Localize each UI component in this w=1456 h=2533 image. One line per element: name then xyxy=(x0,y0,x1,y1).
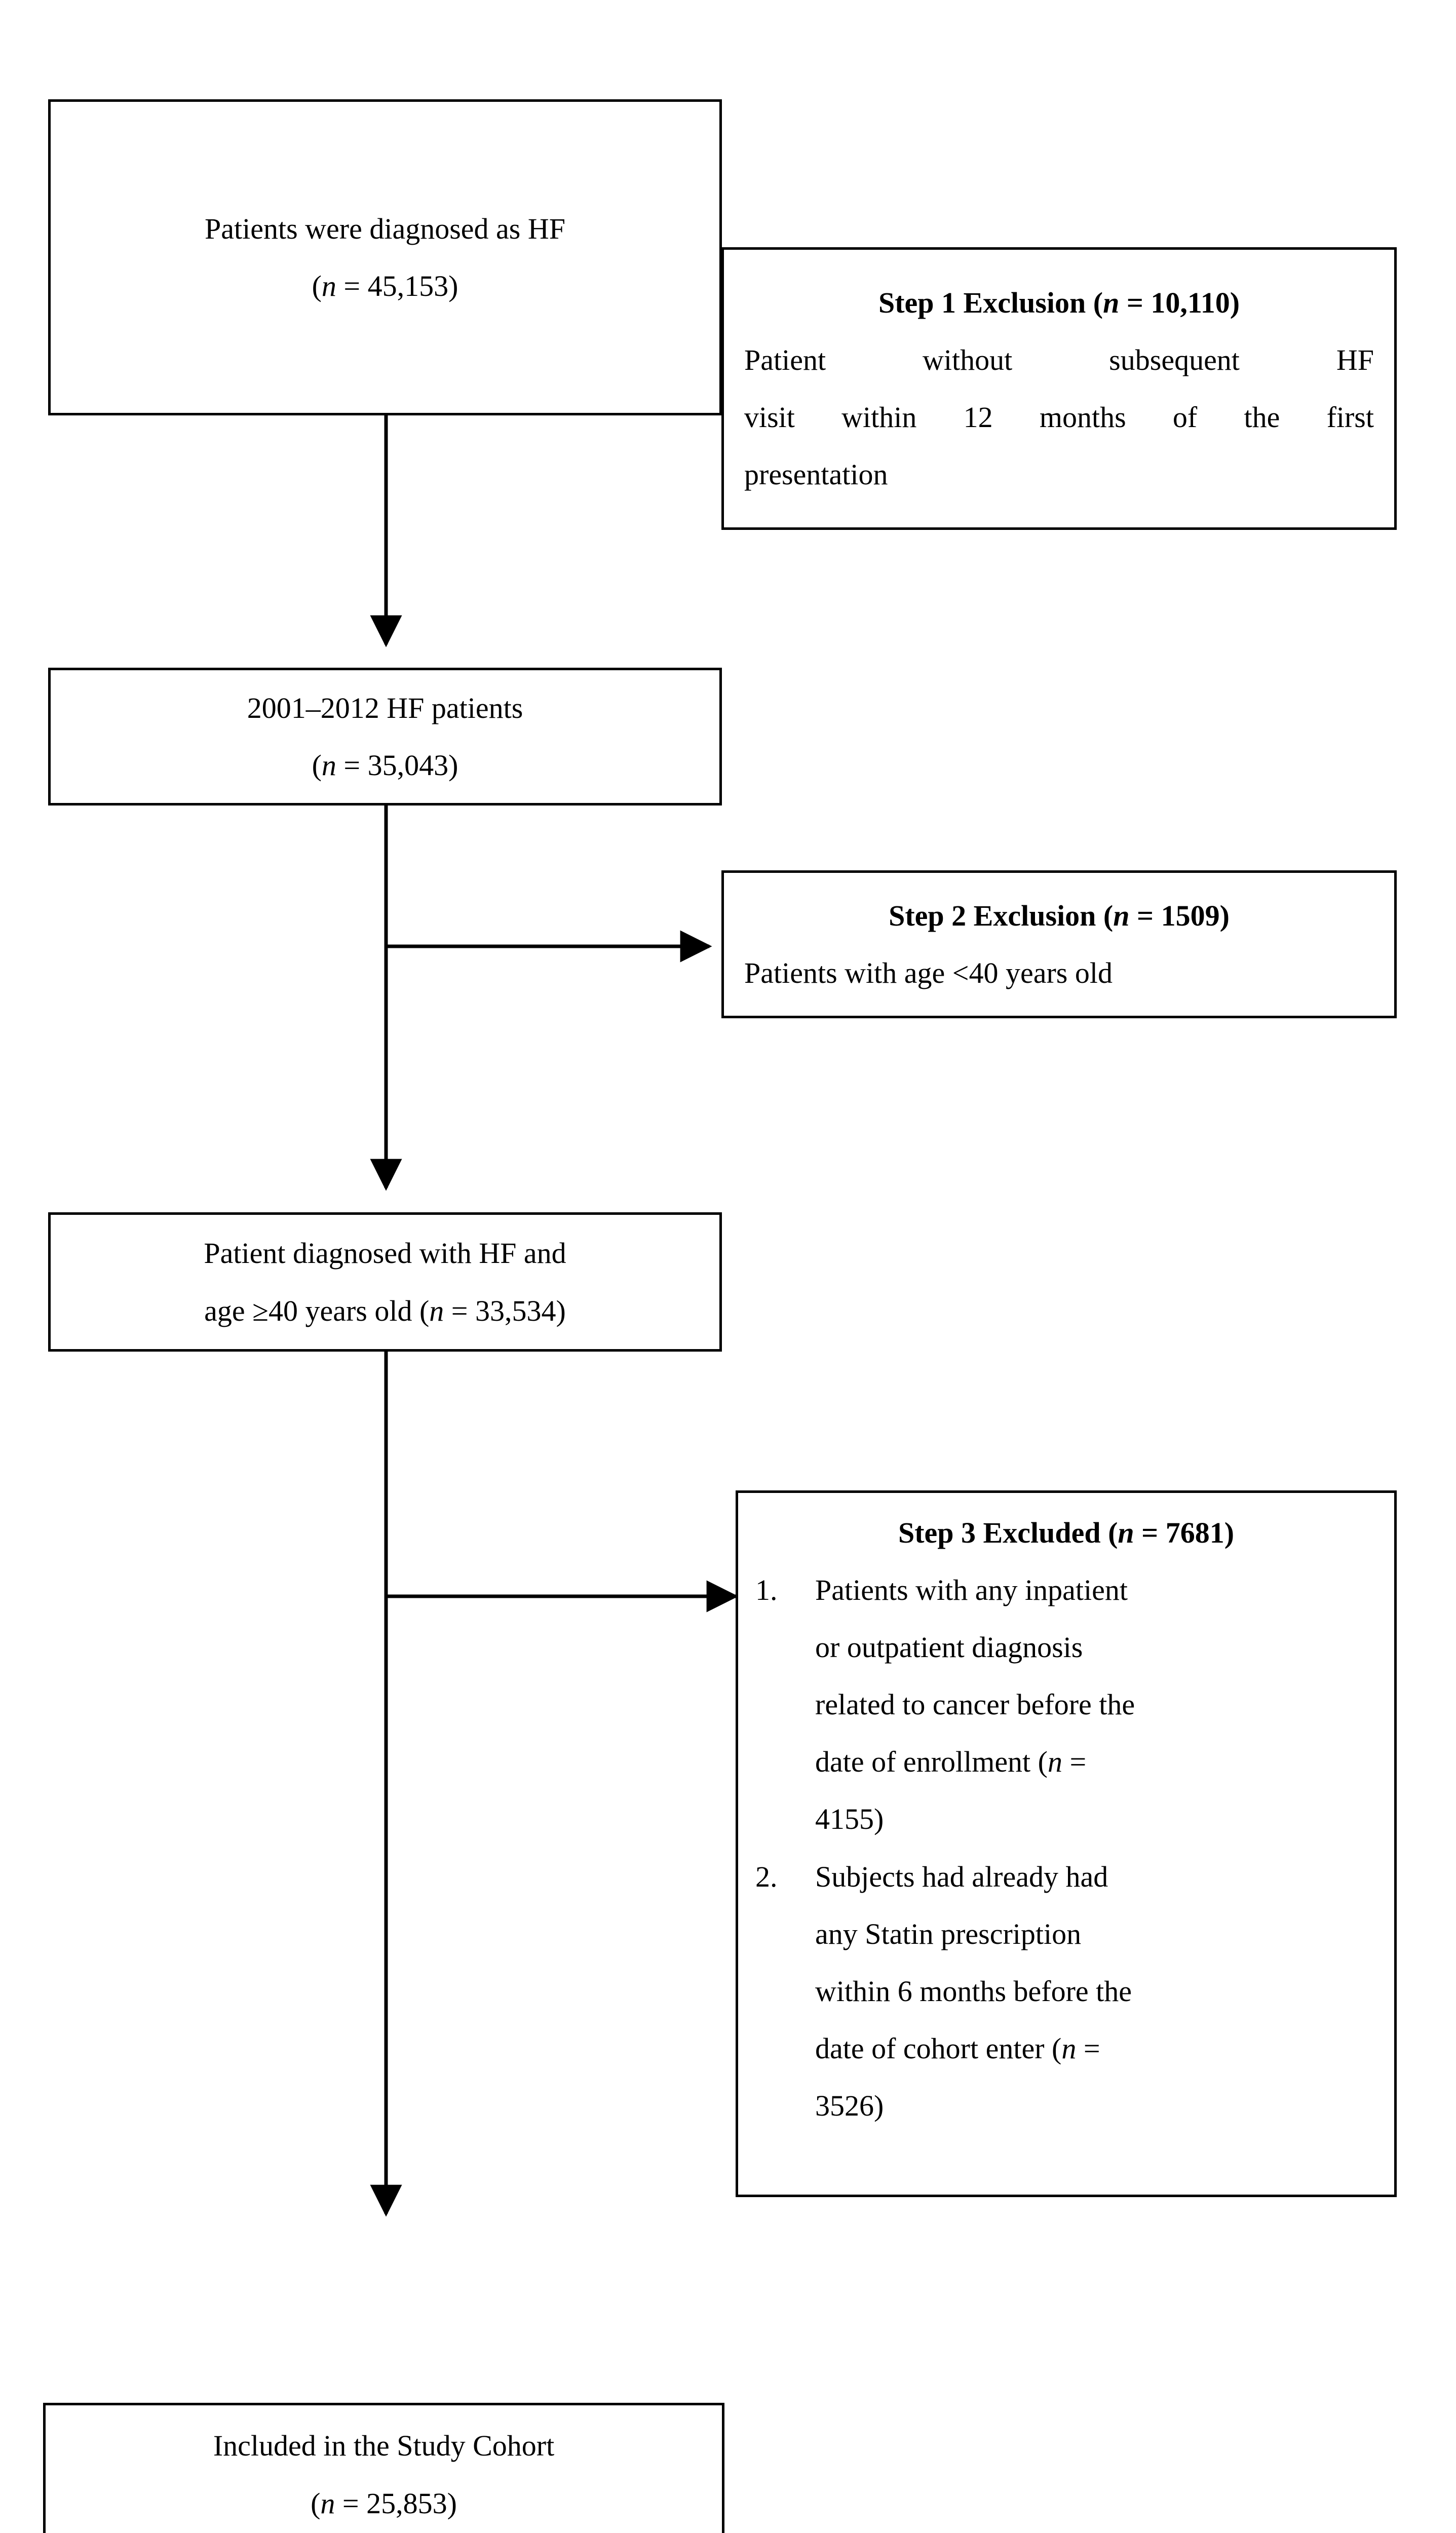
node-exclusion-1: Step 1 Exclusion (n = 10,110) Patient wi… xyxy=(721,247,1397,530)
exclusion-3-item2-line2: any Statin prescription xyxy=(815,1917,1082,1950)
cohort-start-paren-open: ( xyxy=(312,270,322,302)
exclusion-3-item1-marker: 1. xyxy=(755,1573,778,1607)
cohort-after-step1-n-value: = 35,043) xyxy=(336,749,458,782)
cohort-final-n-symbol: n xyxy=(320,2486,335,2520)
cohort-start-line1: Patients were diagnosed as HF xyxy=(205,212,565,245)
exclusion-3-item1-n-value: 4155) xyxy=(815,1802,884,1836)
exclusion-3-header: Step 3 Excluded (n = 7681) xyxy=(755,1504,1377,1561)
node-cohort-after-step1: 2001–2012 HF patients (n = 35,043) xyxy=(48,668,722,805)
exclusion-3-item1-body: Patients with any inpatient or outpatien… xyxy=(815,1561,1377,1848)
cohort-start-count: (n = 45,153) xyxy=(51,257,719,315)
exclusion-3-item1-eq: = xyxy=(1062,1745,1087,1779)
exclusion-1-header-prefix: Step 1 Exclusion ( xyxy=(878,286,1103,319)
cohort-after-step2-count: age ≥40 years old (n = 33,534) xyxy=(51,1282,719,1339)
list-item: 2. Subjects had already had any Statin p… xyxy=(755,1848,1377,2134)
cohort-final-line1: Included in the Study Cohort xyxy=(213,2429,555,2463)
exclusion-3-item2-n-symbol: n xyxy=(1061,2031,1077,2065)
node-cohort-final: Included in the Study Cohort (n = 25,853… xyxy=(43,2403,724,2533)
cohort-after-step2-line1: Patient diagnosed with HF and xyxy=(204,1237,566,1270)
exclusion-2-header: Step 2 Exclusion (n = 1509) xyxy=(744,887,1374,944)
exclusion-2-n-symbol: n xyxy=(1113,899,1130,932)
cohort-final-n-value: = 25,853) xyxy=(335,2486,457,2520)
cohort-final-paren-open: ( xyxy=(311,2486,321,2520)
exclusion-1-body-line2: visit within 12 months of the first xyxy=(744,401,1374,434)
node-cohort-after-step2: Patient diagnosed with HF and age ≥40 ye… xyxy=(48,1212,722,1352)
exclusion-3-item2-eq: = xyxy=(1076,2031,1100,2065)
exclusion-3-item1-enroll-text: date of enrollment ( xyxy=(815,1745,1048,1779)
exclusion-1-n-value: = 10,110) xyxy=(1119,286,1240,319)
exclusion-3-item1-line1: Patients with any inpatient xyxy=(815,1573,1128,1607)
cohort-after-step1-line1: 2001–2012 HF patients xyxy=(247,691,523,724)
exclusion-3-item2-cohort-text: date of cohort enter ( xyxy=(815,2031,1062,2065)
cohort-after-step1-paren-open: ( xyxy=(312,749,322,782)
cohort-after-step2-age-text: age ≥40 years old ( xyxy=(204,1294,430,1327)
exclusion-3-item1-line3: related to cancer before the xyxy=(815,1688,1135,1721)
exclusion-3-item1-line2: or outpatient diagnosis xyxy=(815,1631,1083,1664)
exclusion-3-item1-line4: date of enrollment (n = xyxy=(815,1733,1377,1790)
exclusion-3-header-prefix: Step 3 Excluded ( xyxy=(898,1516,1118,1549)
cohort-start-n-symbol: n xyxy=(321,270,336,302)
node-cohort-start: Patients were diagnosed as HF (n = 45,15… xyxy=(48,99,722,415)
cohort-final-count: (n = 25,853) xyxy=(46,2475,722,2532)
exclusion-1-body-line1: Patient without subsequent HF xyxy=(744,343,1374,376)
exclusion-3-item1-n-symbol: n xyxy=(1048,1745,1062,1779)
cohort-after-step1-n-symbol: n xyxy=(321,749,336,782)
list-item: 1. Patients with any inpatient or outpat… xyxy=(755,1561,1377,1848)
cohort-after-step1-count: (n = 35,043) xyxy=(51,737,719,794)
exclusion-3-item2-n-value: 3526) xyxy=(815,2089,884,2122)
cohort-after-step2-n-symbol: n xyxy=(429,1294,444,1327)
exclusion-1-body-line3: presentation xyxy=(744,458,888,491)
exclusion-1-header: Step 1 Exclusion (n = 10,110) xyxy=(744,274,1374,331)
cohort-start-n-value: = 45,153) xyxy=(336,270,458,302)
exclusion-3-item2-line4: date of cohort enter (n = xyxy=(815,2020,1377,2077)
exclusion-3-item2-line3: within 6 months before the xyxy=(815,1974,1132,2008)
exclusion-3-item2-marker: 2. xyxy=(755,1860,778,1893)
node-exclusion-2: Step 2 Exclusion (n = 1509) Patients wit… xyxy=(721,870,1397,1018)
exclusion-2-n-value: = 1509) xyxy=(1129,899,1230,932)
exclusion-3-item2-line1: Subjects had already had xyxy=(815,1860,1108,1893)
exclusion-2-header-prefix: Step 2 Exclusion ( xyxy=(889,899,1114,932)
exclusion-1-n-symbol: n xyxy=(1103,286,1120,319)
exclusion-3-list: 1. Patients with any inpatient or outpat… xyxy=(755,1561,1377,2134)
node-exclusion-3: Step 3 Excluded (n = 7681) 1. Patients w… xyxy=(736,1490,1397,2197)
exclusion-2-body-line1: Patients with age <40 years old xyxy=(744,956,1113,989)
exclusion-3-item2-body: Subjects had already had any Statin pres… xyxy=(815,1848,1377,2134)
exclusion-3-n-value: = 7681) xyxy=(1134,1516,1235,1549)
cohort-after-step2-n-value: = 33,534) xyxy=(444,1294,566,1327)
exclusion-3-n-symbol: n xyxy=(1118,1516,1134,1549)
